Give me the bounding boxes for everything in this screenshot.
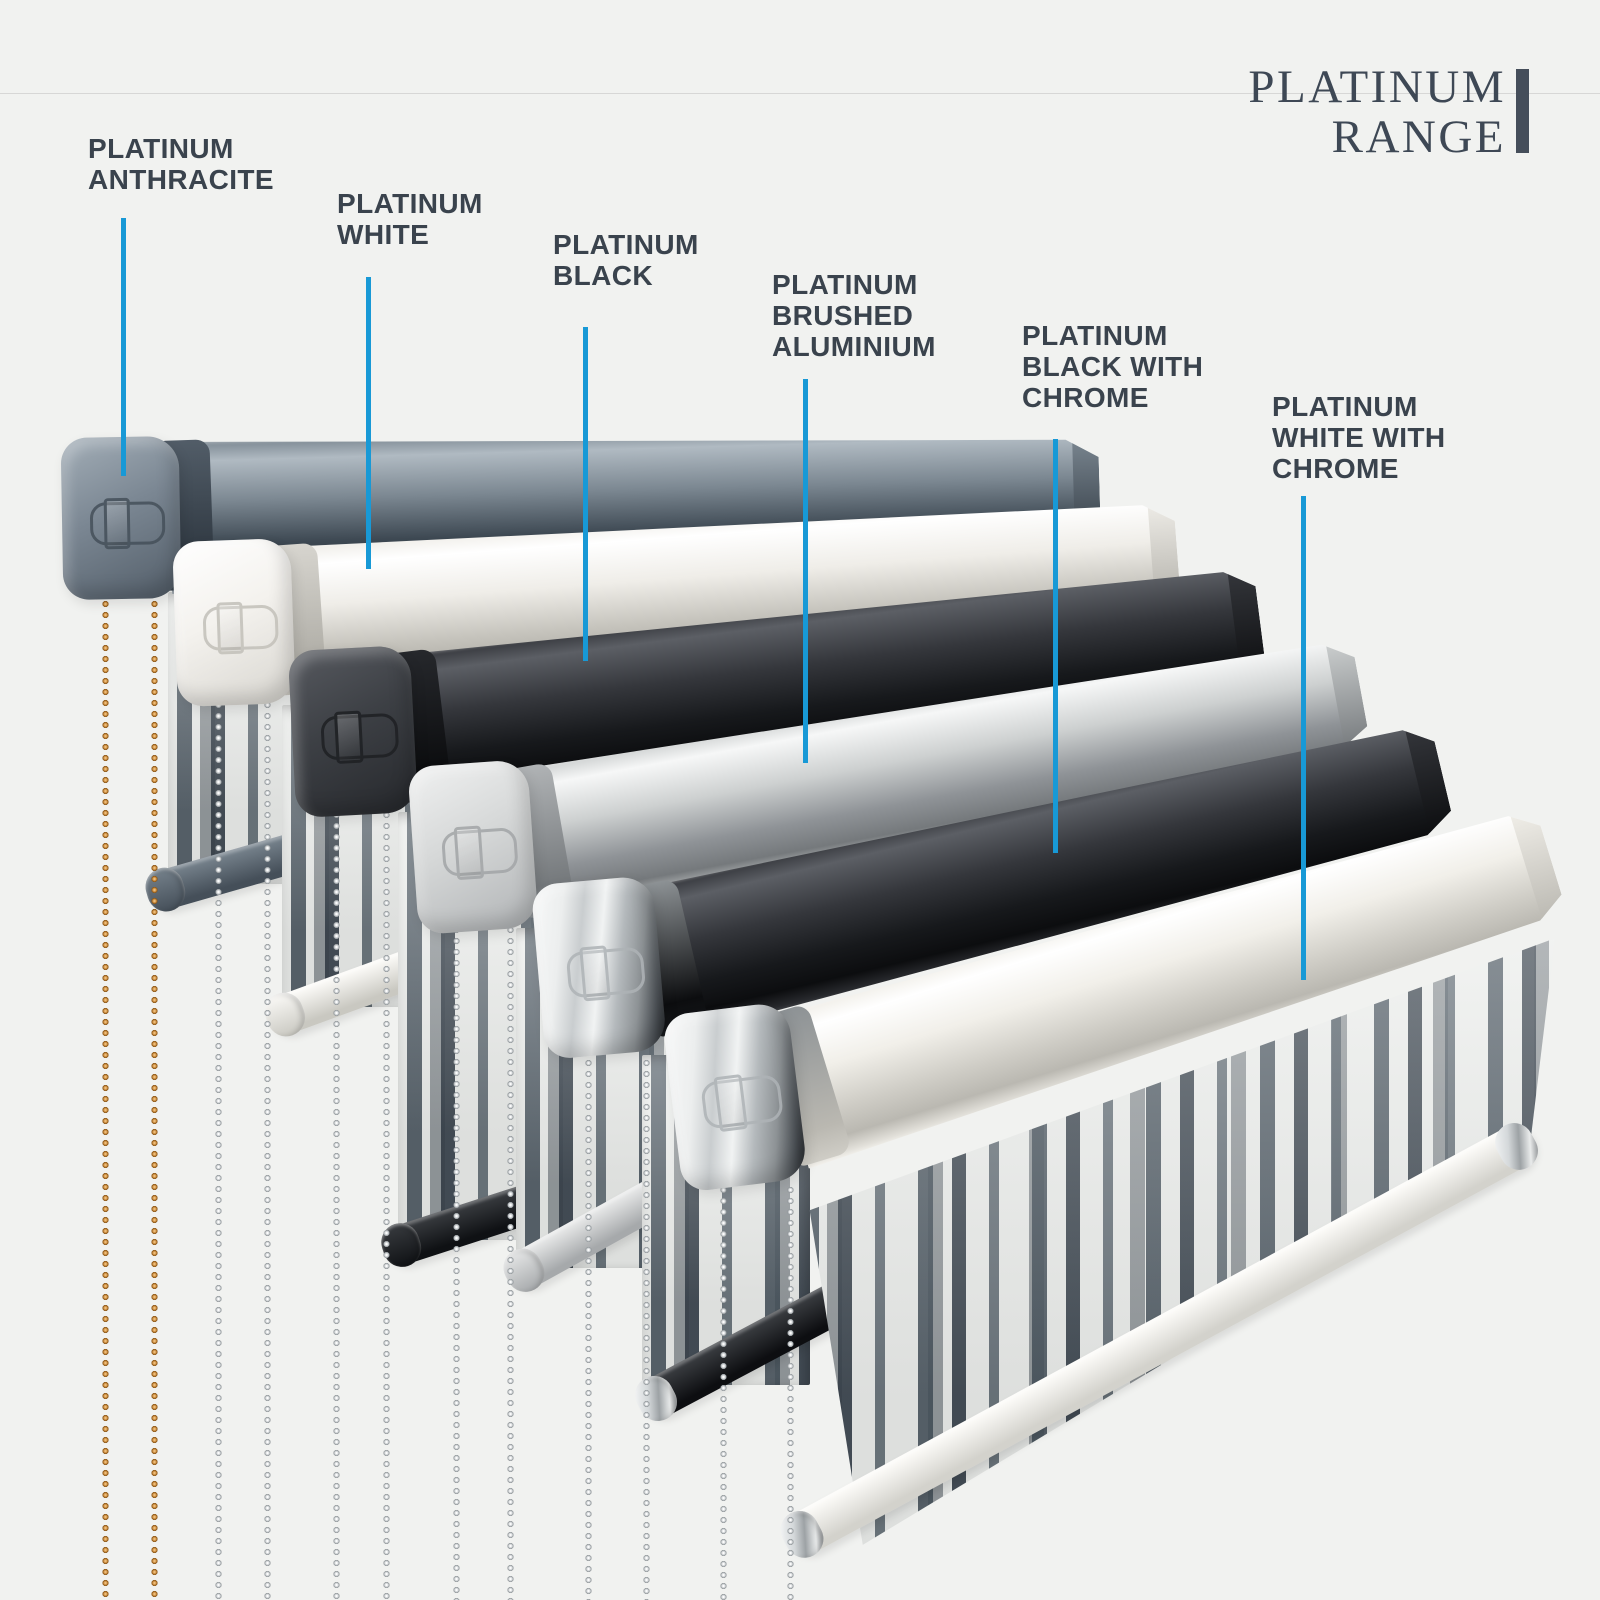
callout-label: PLATINUM BLACK	[553, 229, 699, 291]
callout-label-line: BRUSHED	[772, 300, 914, 331]
blind-chain	[150, 588, 159, 1600]
brand-accent-bar	[1516, 69, 1529, 153]
callout-leader-line	[583, 327, 588, 661]
brand-title: PLATINUM RANGE	[1248, 62, 1506, 162]
brand-title-line1: PLATINUM	[1248, 61, 1506, 113]
callout-label-line: PLATINUM	[1272, 391, 1418, 422]
callout-label: PLATINUM WHITE	[337, 188, 483, 250]
blind-chain	[642, 1058, 651, 1600]
callout-label: PLATINUM BLACK WITH CHROME	[1022, 320, 1203, 413]
callout-label-line: ALUMINIUM	[772, 331, 936, 362]
callout-leader-line	[1053, 439, 1058, 853]
callout-label-line: WHITE	[337, 219, 430, 250]
blind-chain	[382, 810, 391, 1600]
blind-chain	[214, 700, 223, 1600]
blind-chain	[101, 588, 110, 1600]
blind-chain	[786, 1185, 795, 1600]
callout-label-line: PLATINUM	[553, 229, 699, 260]
headrail-end-cap	[1509, 805, 1568, 923]
callout-label-line: PLATINUM	[772, 269, 918, 300]
callout-label-line: CHROME	[1022, 382, 1149, 413]
callout-label-line: PLATINUM	[337, 188, 483, 219]
callout-label-line: BLACK	[553, 260, 653, 291]
callout-label-line: WHITE WITH	[1272, 422, 1446, 453]
blind-chain	[719, 1185, 728, 1600]
callout-label: PLATINUM WHITE WITH CHROME	[1272, 391, 1446, 484]
blind-chain	[263, 700, 272, 1600]
blind-chain	[452, 925, 461, 1600]
blind-chain	[506, 925, 515, 1600]
end-cap-slot	[700, 1073, 785, 1133]
callout-label: PLATINUM BRUSHED ALUMINIUM	[772, 269, 936, 362]
blind-end-cap	[661, 1000, 809, 1194]
callout-label: PLATINUM ANTHRACITE	[88, 133, 274, 195]
callout-label-line: PLATINUM	[88, 133, 234, 164]
callout-leader-line	[121, 218, 126, 476]
brand-title-line2: RANGE	[1331, 111, 1506, 163]
callout-label-line: ANTHRACITE	[88, 164, 274, 195]
blind-chain	[584, 1058, 593, 1600]
end-cap-slot-tab	[713, 1074, 749, 1133]
callout-label-line: CHROME	[1272, 453, 1399, 484]
callout-leader-line	[366, 277, 371, 569]
callout-leader-line	[803, 379, 808, 763]
blind-chain	[332, 810, 341, 1600]
callout-label-line: BLACK WITH	[1022, 351, 1204, 382]
callout-leader-line	[1301, 496, 1306, 980]
callout-label-line: PLATINUM	[1022, 320, 1168, 351]
header-divider	[0, 93, 1600, 94]
